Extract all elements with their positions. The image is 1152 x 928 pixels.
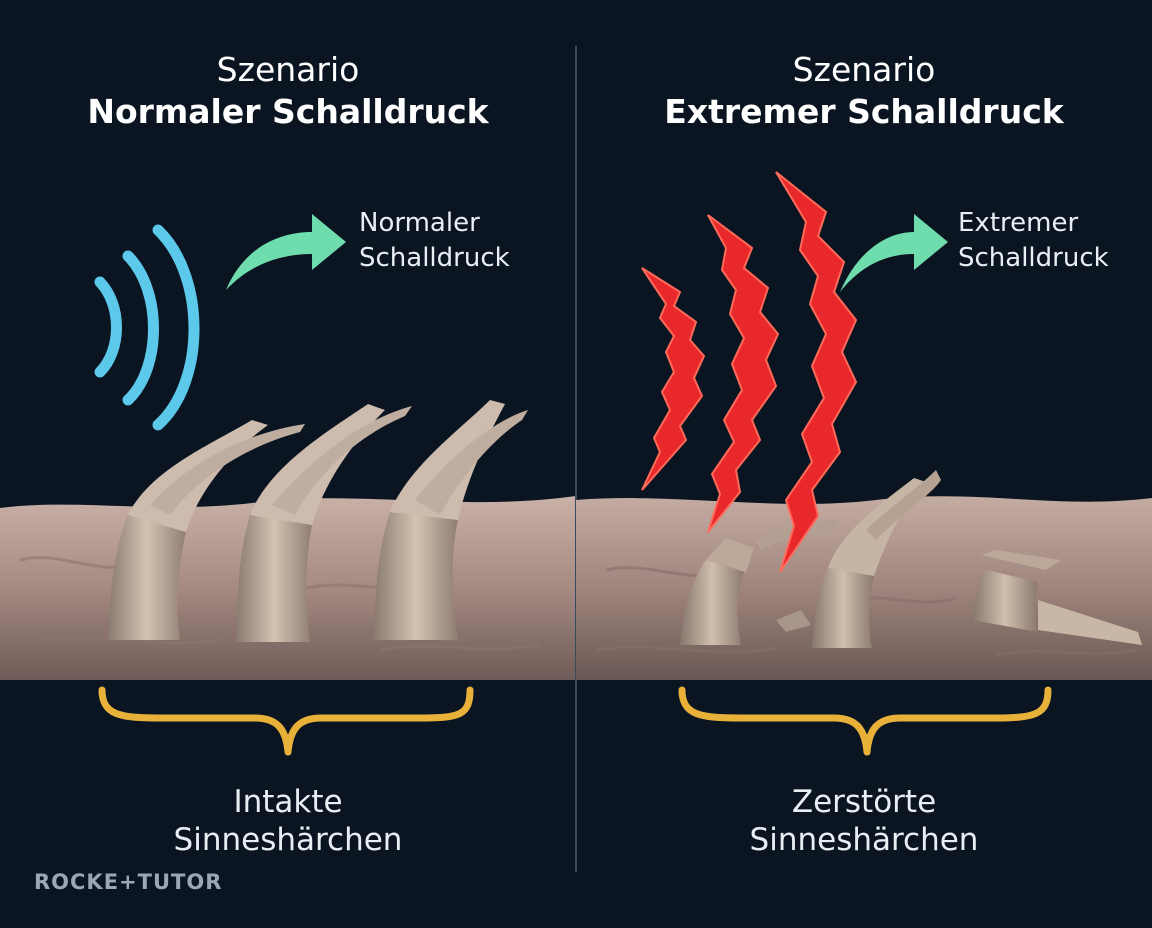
tissue-texture bbox=[595, 566, 1137, 657]
arrow-label: Extremer Schalldruck bbox=[958, 206, 1109, 276]
hair-state-line2: Sinneshärchen bbox=[173, 822, 403, 858]
hair-state-line1: Zerstörte bbox=[791, 784, 937, 820]
hair-state-line2: Sinneshärchen bbox=[749, 822, 979, 858]
arrow-label-line2: Schalldruck bbox=[958, 243, 1109, 273]
destroyed-hair-cells bbox=[680, 470, 1142, 648]
panel-extreme-pressure: Szenario Extremer Schalldruck Extremer S… bbox=[576, 0, 1152, 928]
hair-state-label: Zerstörte Sinneshärchen bbox=[576, 783, 1152, 859]
normal-scene-illustration bbox=[0, 214, 576, 756]
arrow-icon bbox=[226, 214, 346, 290]
arrow-label-line1: Extremer bbox=[958, 208, 1079, 238]
arrow-label-line1: Normaler bbox=[359, 208, 480, 238]
panel-divider bbox=[575, 46, 577, 872]
arrow-label-line2: Schalldruck bbox=[359, 243, 510, 273]
panel-title-pressure: Extremer Schalldruck bbox=[664, 92, 1064, 131]
extreme-sound-wave-icon bbox=[641, 171, 858, 573]
brand-logo: ROCKE+TUTOR bbox=[34, 870, 223, 894]
extreme-scene-illustration bbox=[576, 171, 1152, 756]
brace-icon bbox=[678, 686, 1052, 756]
normal-sound-wave-icon bbox=[94, 224, 200, 431]
panel-title-scenario: Szenario bbox=[216, 50, 360, 89]
arrow-icon bbox=[840, 214, 948, 292]
hair-state-line1: Intakte bbox=[233, 784, 343, 820]
panel-title-scenario: Szenario bbox=[792, 50, 936, 89]
hair-state-label: Intakte Sinneshärchen bbox=[0, 783, 576, 859]
brace-icon bbox=[98, 686, 474, 756]
panel-title-pressure: Normaler Schalldruck bbox=[87, 92, 489, 131]
panel-normal-pressure: Szenario Normaler Schalldruck Normaler S… bbox=[0, 50, 576, 859]
arrow-label: Normaler Schalldruck bbox=[359, 206, 510, 276]
intact-hair-cells bbox=[108, 400, 528, 642]
tissue-texture bbox=[19, 556, 541, 652]
